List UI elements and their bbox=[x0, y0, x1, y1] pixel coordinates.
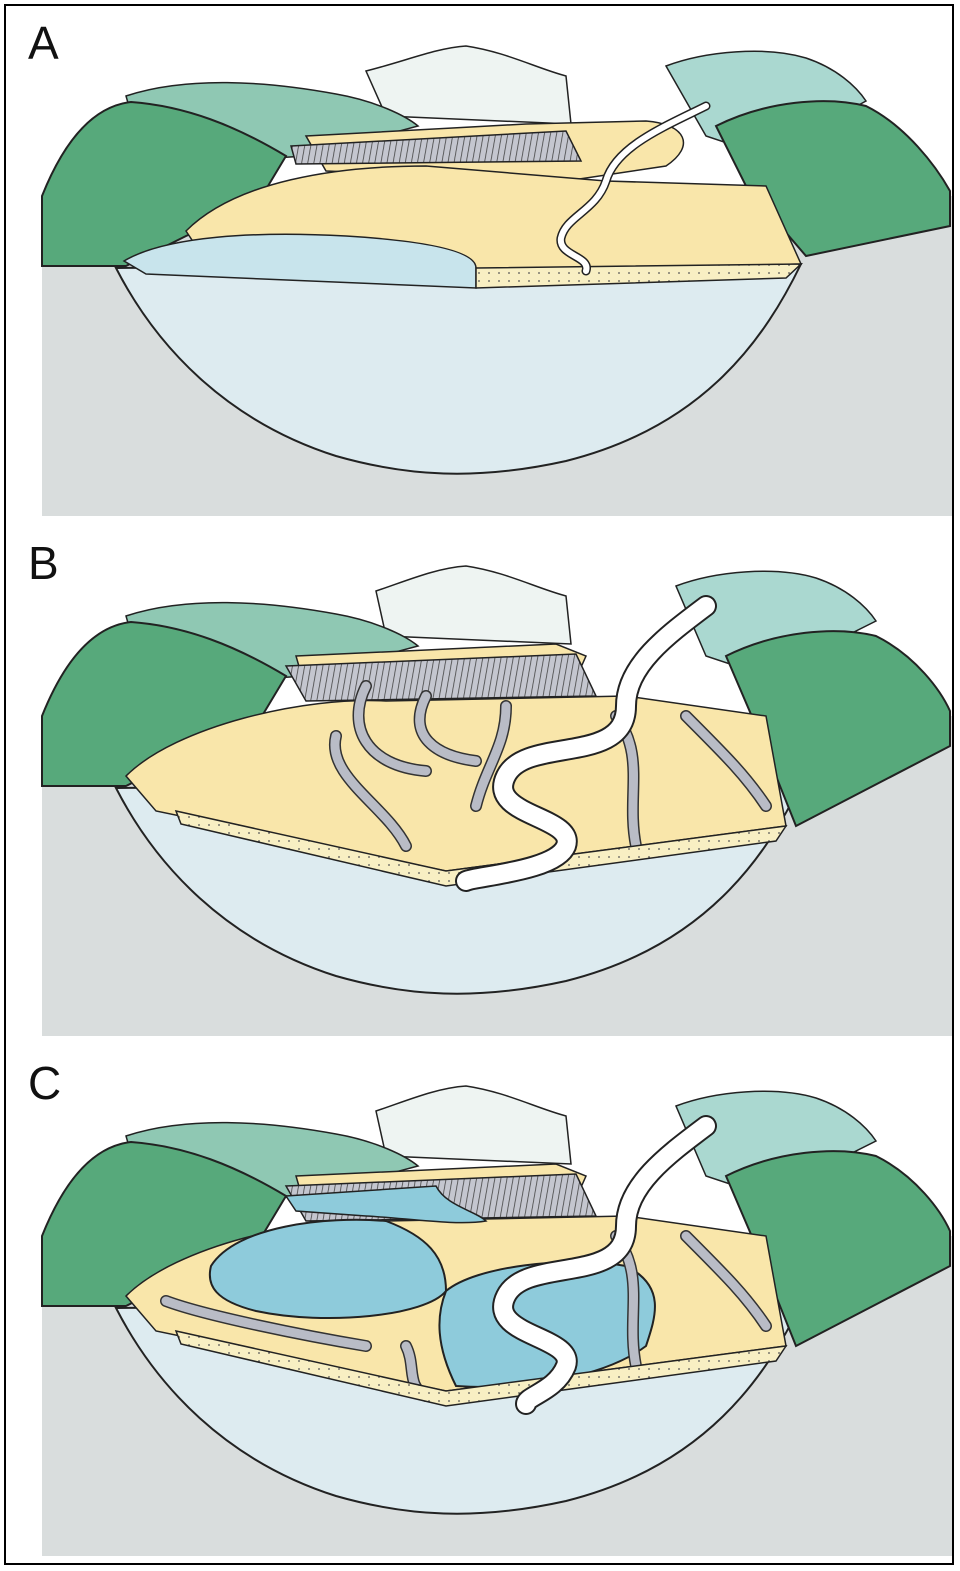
panel-c: C bbox=[6, 1046, 956, 1565]
panel-c-illustration bbox=[6, 1046, 956, 1565]
panel-b-illustration bbox=[6, 526, 956, 1046]
mountain-peak bbox=[376, 1086, 571, 1164]
panel-a-illustration bbox=[6, 6, 956, 526]
mountain-peak bbox=[376, 566, 571, 644]
panel-label-c: C bbox=[28, 1060, 61, 1106]
panel-label-b: B bbox=[28, 540, 59, 586]
panel-b: B bbox=[6, 526, 956, 1046]
panel-label-a: A bbox=[28, 20, 59, 66]
figure-frame: A bbox=[4, 4, 954, 1565]
panel-a: A bbox=[6, 6, 956, 526]
